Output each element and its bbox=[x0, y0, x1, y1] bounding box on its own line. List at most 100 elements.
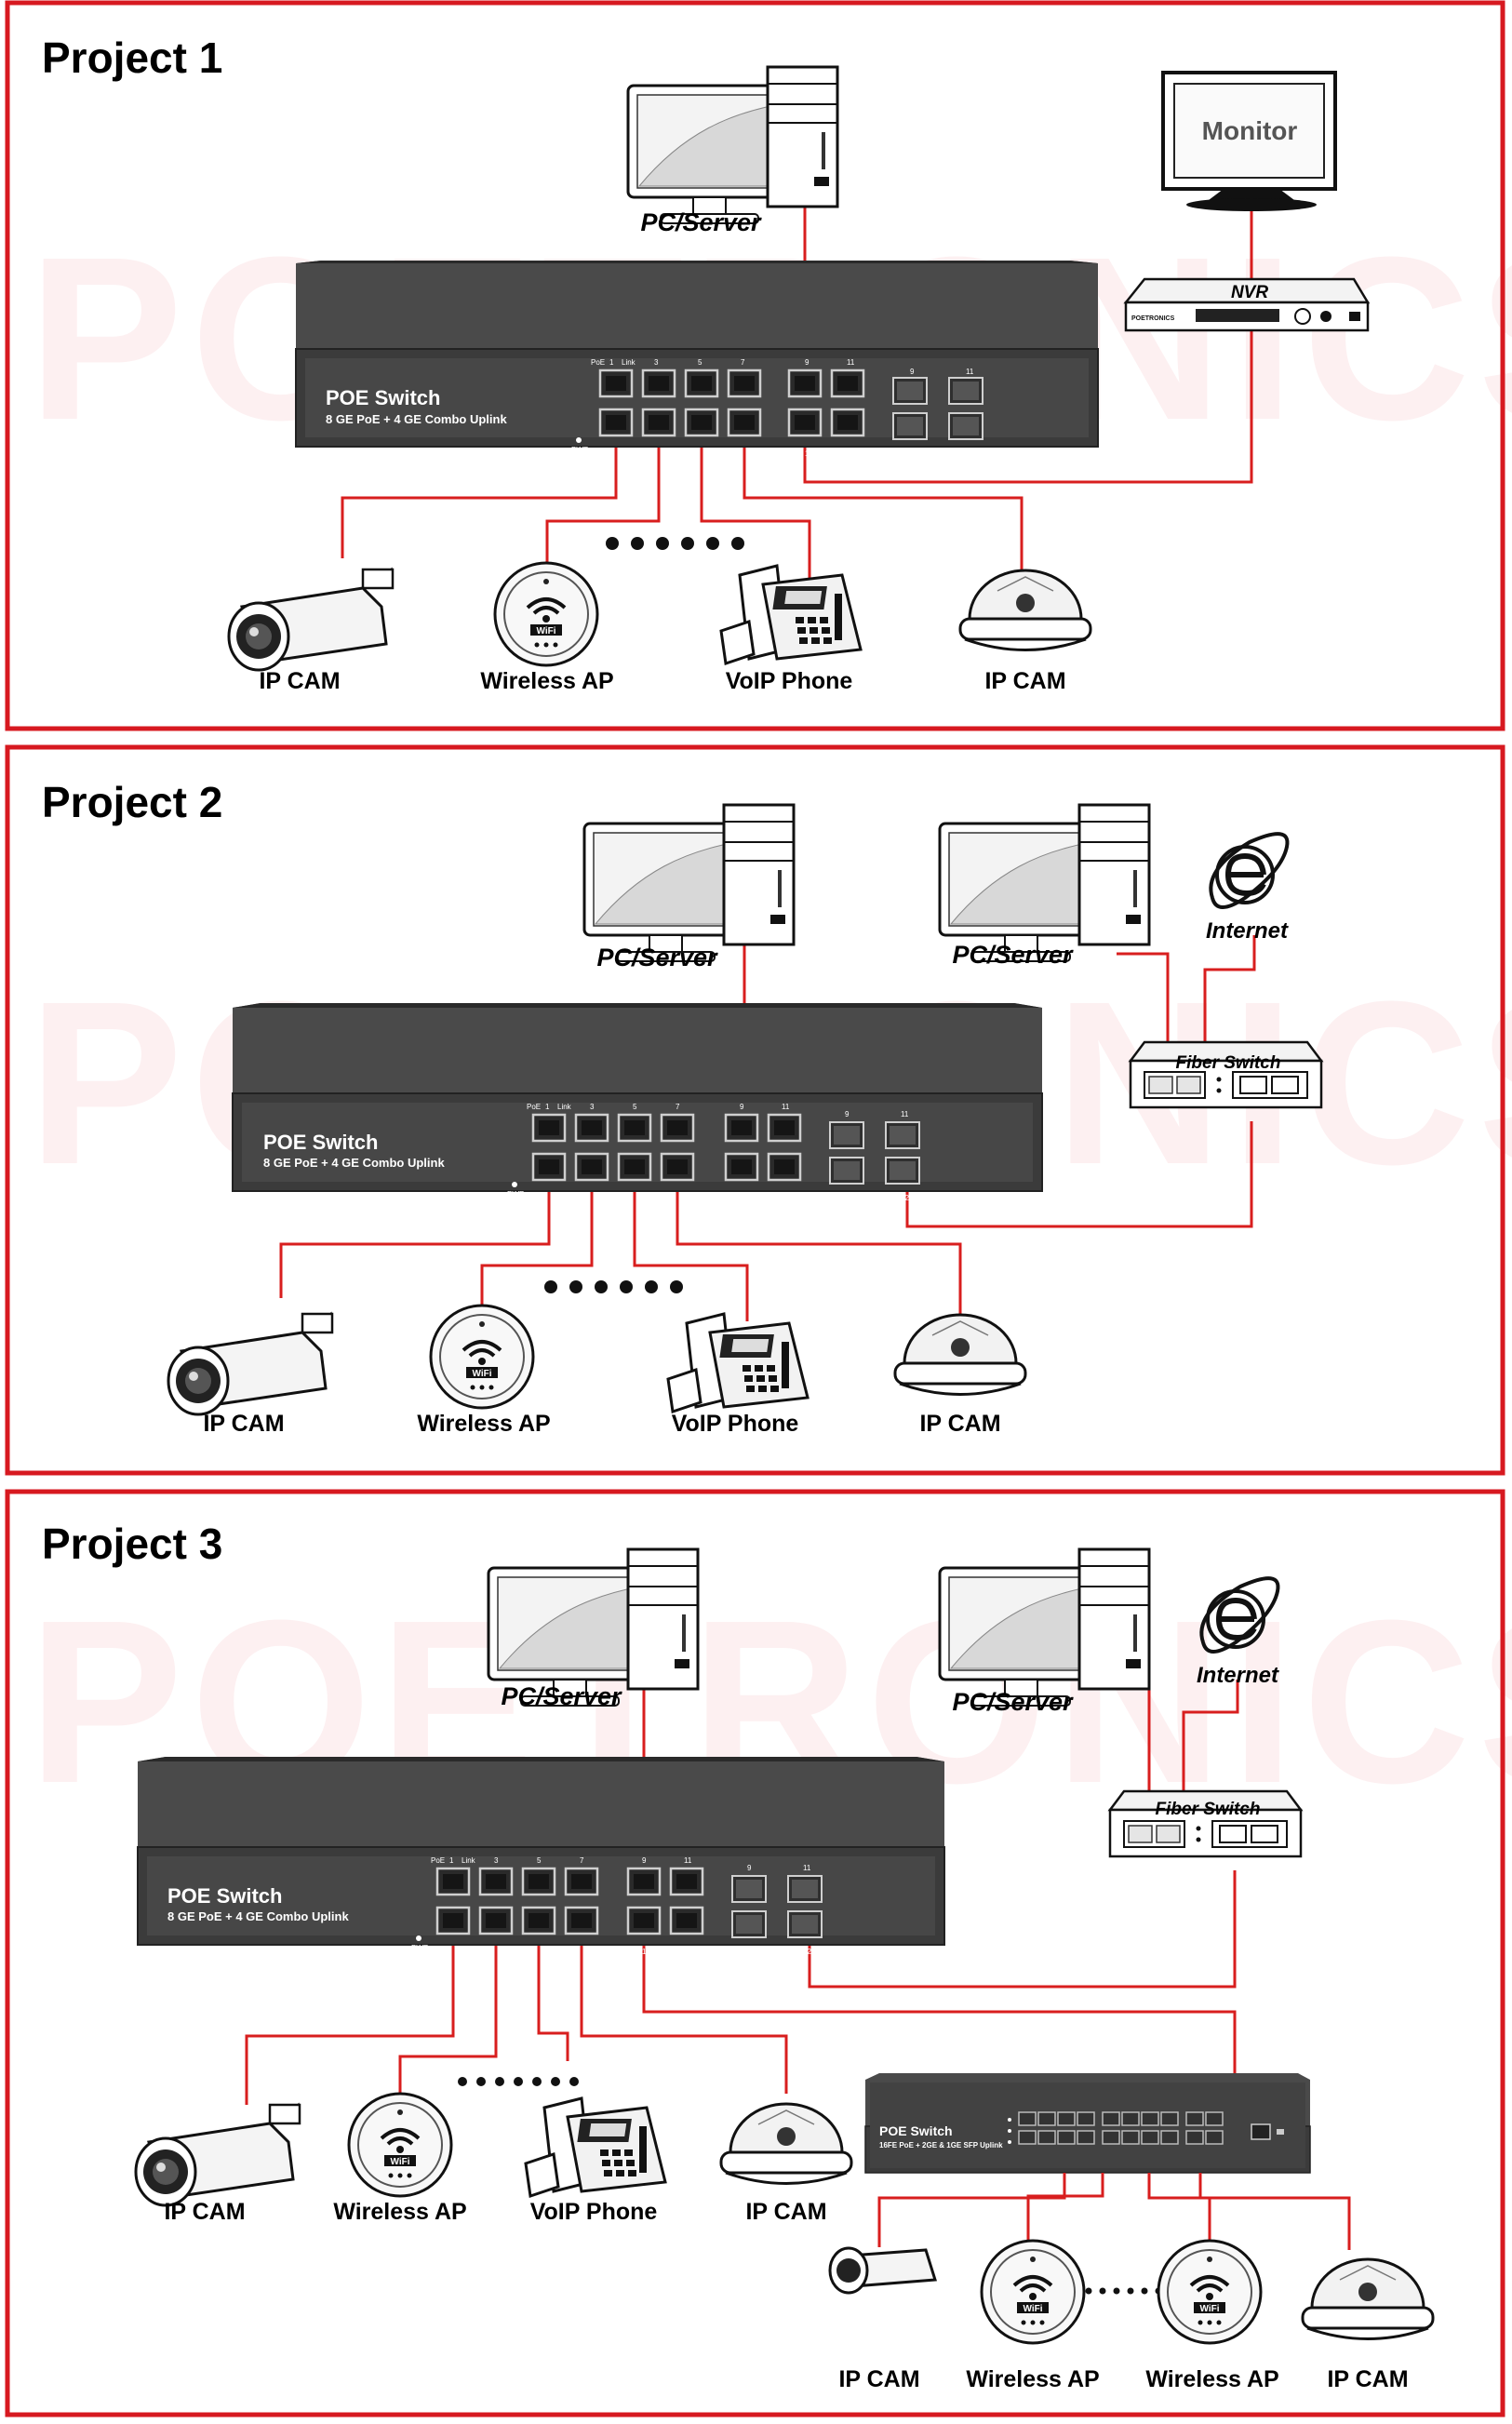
port-label: 11 bbox=[803, 1864, 811, 1872]
ip-cam-label: IP CAM bbox=[1327, 2366, 1408, 2392]
wireless-ap-label: Wireless AP bbox=[1145, 2366, 1278, 2392]
port-label: 9 bbox=[845, 1110, 850, 1118]
port-label: PoE bbox=[431, 1856, 445, 1865]
port-label: 11 bbox=[684, 1856, 692, 1865]
page-title: Project 1 bbox=[42, 33, 222, 82]
port-label: 7 bbox=[741, 358, 745, 367]
port-label: 10 bbox=[747, 1948, 756, 1956]
port-label: 9 bbox=[747, 1864, 752, 1872]
project-1: POETRONICS Project 1 PC/Server Monitor bbox=[5, 0, 1512, 731]
port-label: Link bbox=[462, 1856, 476, 1865]
internet-label: Internet bbox=[1197, 1663, 1279, 1688]
switch-spec: 8 GE PoE + 4 GE Combo Uplink bbox=[263, 1156, 445, 1170]
ip-cam-label: IP CAM bbox=[745, 2199, 826, 2225]
switch-name: POE Switch bbox=[263, 1131, 378, 1154]
switch-spec: 8 GE PoE + 4 GE Combo Uplink bbox=[326, 412, 507, 426]
port-label: 10 bbox=[910, 449, 918, 458]
wireless-ap-label: Wireless AP bbox=[966, 2366, 1099, 2392]
port-label: 11 bbox=[901, 1110, 909, 1118]
pc-server-icon bbox=[626, 65, 839, 225]
poe-switch: POE Switch 8 GE PoE + 4 GE Combo Uplink … bbox=[137, 1757, 945, 1956]
port-label: 9 bbox=[740, 1103, 744, 1111]
monitor-icon bbox=[1161, 71, 1337, 211]
pc-server-label: PC/Server bbox=[952, 941, 1074, 969]
port-label: Link bbox=[622, 358, 636, 367]
page-title: Project 2 bbox=[42, 778, 222, 826]
pc-server-icon bbox=[582, 803, 796, 963]
ip-cam-dome-icon bbox=[893, 1313, 1027, 1396]
port-label: 5 bbox=[633, 1103, 637, 1111]
wireless-ap-label: Wireless AP bbox=[480, 668, 613, 694]
project-1-frame bbox=[5, 0, 1505, 731]
poe-switch: POE Switch 8 GE PoE + 4 GE Combo Uplink … bbox=[232, 1003, 1043, 1202]
port-label: 1 bbox=[545, 1103, 550, 1111]
ellipsis-dots bbox=[1085, 2287, 1162, 2295]
port-label: 3 bbox=[494, 1856, 499, 1865]
port-label: 9 bbox=[642, 1856, 647, 1865]
port-label: PoE bbox=[591, 358, 605, 367]
wireless-ap-label: Wireless AP bbox=[417, 1411, 550, 1437]
switch-name: POE Switch bbox=[167, 1884, 282, 1908]
wireless-ap-icon bbox=[429, 1304, 535, 1410]
ip-cam-bullet-icon bbox=[167, 1312, 334, 1416]
ip-cam-label: IP CAM bbox=[838, 2366, 919, 2392]
ip-cam-label: IP CAM bbox=[259, 668, 340, 694]
port-label: 12 bbox=[782, 1194, 790, 1202]
wireless-ap-label: Wireless AP bbox=[333, 2199, 466, 2225]
port-label: 1 bbox=[609, 358, 614, 367]
project-3-frame bbox=[5, 1489, 1505, 2417]
nvr-label: NVR bbox=[1231, 283, 1268, 302]
ip-cam-label: IP CAM bbox=[919, 1411, 1000, 1437]
project-2: POETRONICS Project 2 PC/Server PC/Server… bbox=[5, 744, 1512, 1476]
port-label: 3 bbox=[590, 1103, 595, 1111]
internet-label: Internet bbox=[1206, 918, 1289, 944]
pc-server-label: PC/Server bbox=[952, 1688, 1074, 1716]
fiber-switch-label: Fiber Switch bbox=[1156, 1800, 1261, 1819]
pc-server-label: PC/Server bbox=[501, 1682, 622, 1710]
small-switch-spec: 16FE PoE + 2GE & 1GE SFP Uplink bbox=[879, 2141, 1003, 2149]
nvr-brand-label: POETRONICS bbox=[1131, 315, 1175, 322]
port-label: 12 bbox=[684, 1948, 692, 1956]
port-label: 9 bbox=[910, 368, 915, 376]
port-label: 9 bbox=[805, 358, 810, 367]
port-label: 12 bbox=[901, 1194, 909, 1202]
switch-name: POE Switch bbox=[326, 386, 440, 409]
voip-phone-icon bbox=[666, 1312, 810, 1413]
ip-cam-bullet-icon bbox=[227, 568, 395, 672]
ip-cam-box-icon bbox=[828, 2246, 937, 2295]
port-label: Link bbox=[557, 1103, 572, 1111]
voip-phone-icon bbox=[719, 564, 863, 665]
port-label: 11 bbox=[782, 1103, 790, 1111]
pwr-label: PWR bbox=[571, 446, 589, 454]
port-label: 11 bbox=[966, 368, 974, 376]
ip-cam-bullet-icon bbox=[134, 2103, 301, 2207]
pc-server-label: PC/Server bbox=[640, 208, 762, 236]
project-2-frame bbox=[5, 744, 1505, 1476]
monitor-label: Monitor bbox=[1202, 116, 1298, 145]
port-label: 12 bbox=[847, 449, 855, 458]
port-label: 10 bbox=[740, 1194, 748, 1202]
ip-cam-label: IP CAM bbox=[164, 2199, 245, 2225]
port-label: 5 bbox=[698, 358, 702, 367]
switch-spec: 8 GE PoE + 4 GE Combo Uplink bbox=[167, 1909, 349, 1923]
ip-cam-label: IP CAM bbox=[984, 668, 1065, 694]
fiber-switch-label: Fiber Switch bbox=[1176, 1053, 1281, 1073]
ip-cam-dome-icon bbox=[958, 569, 1092, 651]
pc-server-label: PC/Server bbox=[596, 944, 718, 971]
port-label: 7 bbox=[580, 1856, 584, 1865]
ip-cam-dome-icon bbox=[719, 2102, 853, 2185]
wireless-ap-icon bbox=[1157, 2239, 1263, 2345]
nvr-icon bbox=[1123, 277, 1371, 332]
port-label: 12 bbox=[966, 449, 974, 458]
port-label: 3 bbox=[654, 358, 659, 367]
port-label: 1 bbox=[449, 1856, 454, 1865]
fiber-switch-icon bbox=[1129, 1040, 1323, 1109]
port-label: 11 bbox=[847, 358, 855, 367]
port-label: 10 bbox=[845, 1194, 853, 1202]
voip-phone-label: VoIP Phone bbox=[672, 1411, 799, 1437]
poe-switch: POE Switch 8 GE PoE + 4 GE Combo Uplink … bbox=[295, 261, 1099, 458]
ip-cam-label: IP CAM bbox=[203, 1411, 284, 1437]
voip-phone-label: VoIP Phone bbox=[726, 668, 853, 694]
voip-phone-label: VoIP Phone bbox=[530, 2199, 658, 2225]
